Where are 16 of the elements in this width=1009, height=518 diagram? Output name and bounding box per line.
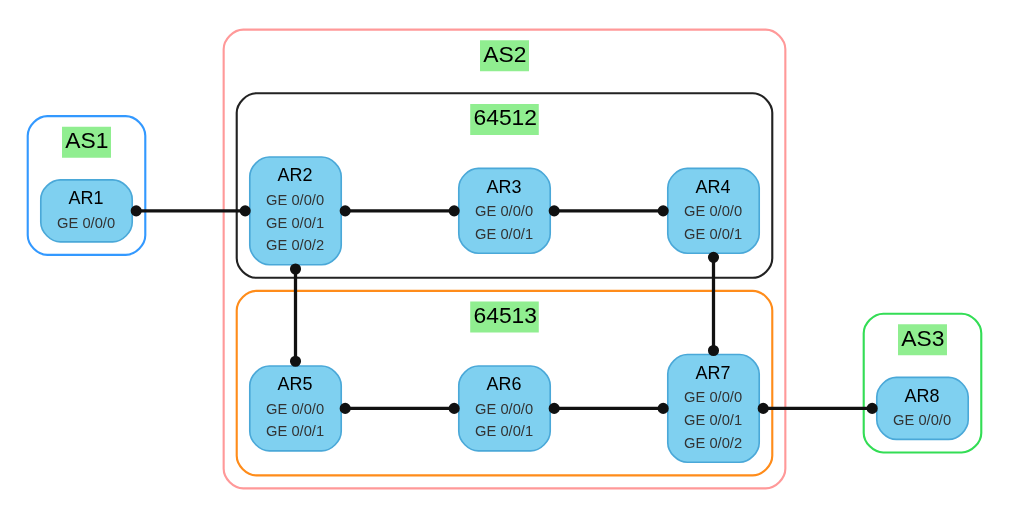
node-box: AR6 GE 0/0/0 GE 0/0/1 — [457, 365, 552, 452]
connector — [548, 402, 669, 414]
node-box: AR7 GE 0/0/0 GE 0/0/1 GE 0/0/2 — [666, 353, 761, 464]
connector — [339, 205, 460, 217]
connector — [757, 402, 878, 414]
node-box: AR2 GE 0/0/0 GE 0/0/1 GE 0/0/2 — [248, 156, 343, 266]
connector — [289, 263, 302, 367]
node-box: AR8 GE 0/0/0 — [875, 376, 970, 441]
connector — [339, 402, 460, 414]
connector — [548, 205, 669, 217]
node-box: AR1 GE 0/0/0 — [39, 179, 134, 243]
node-box: AR4 GE 0/0/0 GE 0/0/1 — [666, 167, 761, 255]
node-box: AR5 GE 0/0/0 GE 0/0/1 — [248, 365, 343, 452]
connector — [130, 205, 251, 217]
node-box: AR3 GE 0/0/0 GE 0/0/1 — [457, 167, 552, 255]
connector — [707, 251, 720, 356]
